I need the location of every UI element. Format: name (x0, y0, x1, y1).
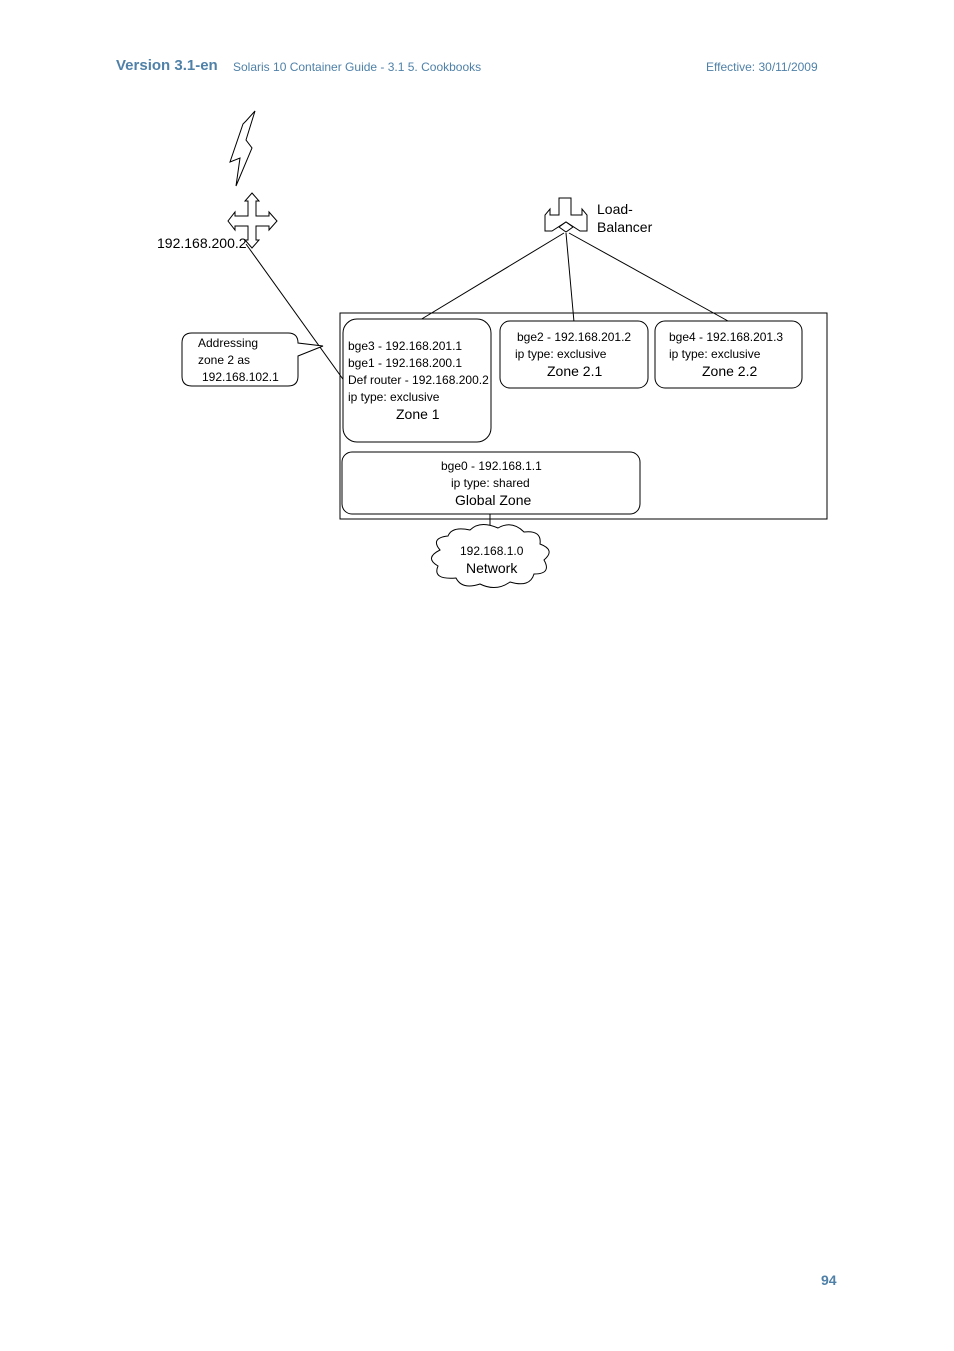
page-number: 94 (821, 1272, 837, 1288)
page-header: Version 3.1-en Solaris 10 Container Guid… (116, 57, 836, 77)
callout-bubble (181, 332, 324, 387)
zone21-line2: ip type: exclusive (515, 347, 607, 361)
callout-line3: 192.168.102.1 (202, 370, 279, 384)
lb-to-zone21-line (565, 232, 575, 323)
host-box (339, 312, 828, 520)
load-balancer-label-line2: Balancer (597, 219, 653, 235)
header-version: Version 3.1-en (116, 57, 218, 74)
callout-line2: zone 2 as (198, 353, 251, 367)
header-doc-title: Solaris 10 Container Guide - 3.1 5. Cook… (233, 60, 482, 74)
zone22-line2: ip type: exclusive (669, 347, 761, 361)
lb-to-zone1-line (419, 232, 565, 321)
lb-to-zone22-line (568, 232, 729, 322)
zone1-line1: bge3 - 192.168.201.1 (348, 339, 463, 353)
global-zone-name: Global Zone (455, 492, 532, 508)
zone1-box (342, 318, 492, 443)
zone1-line4: ip type: exclusive (348, 390, 440, 404)
router-ip-label: 192.168.200.2 (157, 235, 247, 251)
header-effective-date: Effective: 30/11/2009 (706, 60, 818, 74)
load-balancer-label-line1: Load- (597, 201, 633, 217)
zone21-line1: bge2 - 192.168.201.2 (517, 330, 632, 344)
zone22-box (654, 320, 803, 389)
callout-line1: Addressing (198, 336, 259, 350)
router-icon (227, 192, 278, 249)
zone1-name: Zone 1 (396, 406, 440, 422)
network-line2: Network (466, 560, 518, 576)
network-cloud (431, 524, 550, 588)
router-to-zone1-line (245, 243, 346, 383)
zone1-line2: bge1 - 192.168.200.1 (348, 356, 463, 370)
load-balancer-diamond (558, 221, 574, 233)
zone22-name: Zone 2.2 (702, 363, 758, 379)
global-zone-line2: ip type: shared (451, 476, 530, 490)
global-zone-box (341, 451, 641, 515)
lightning-icon (229, 110, 256, 187)
zone21-name: Zone 2.1 (547, 363, 603, 379)
zone21-box (499, 320, 649, 389)
zone1-line3: Def router - 192.168.200.2 (348, 373, 489, 387)
global-zone-line1: bge0 - 192.168.1.1 (441, 459, 542, 473)
network-line1: 192.168.1.0 (460, 544, 524, 558)
zone22-line1: bge4 - 192.168.201.3 (669, 330, 784, 344)
